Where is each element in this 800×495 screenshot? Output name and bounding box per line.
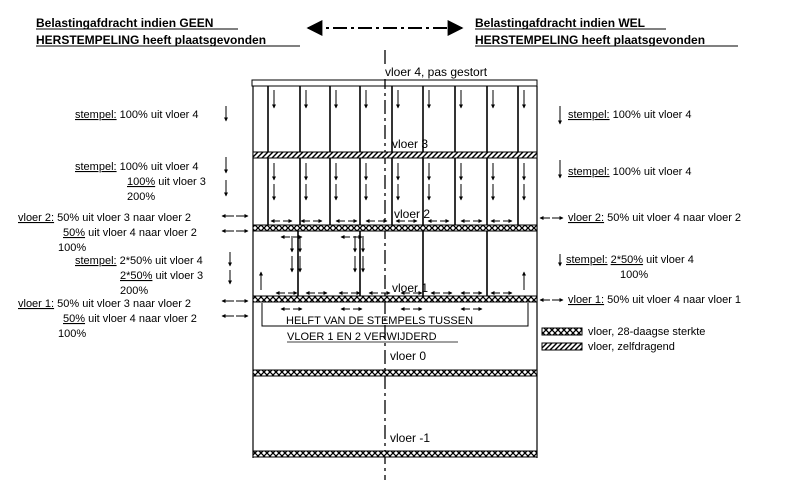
left-c-line2: 50% uit vloer 4 naar vloer 2	[63, 227, 197, 239]
right-a-line: stempel: 100% uit vloer 4	[568, 109, 692, 121]
left-d-line1: stempel: 2*50% uit vloer 4	[75, 255, 203, 267]
left-c-line1: vloer 2: 50% uit vloer 3 naar vloer 2	[18, 212, 191, 224]
slab-vloer1	[252, 295, 538, 303]
slabs	[252, 151, 538, 458]
floor-label-vloerm1: vloer -1	[390, 431, 430, 445]
left-annotations: stempel: 100% uit vloer 4 stempel: 100% …	[18, 106, 249, 340]
header-left-line1: Belastingafdracht indien GEEN	[36, 16, 213, 30]
left-b-total: 200%	[127, 191, 155, 203]
header-left-line2: HERSTEMPELING heeft plaatsgevonden	[36, 33, 266, 47]
removed-props-note: HELFT VAN DE STEMPELS TUSSEN VLOER 1 EN …	[261, 303, 529, 343]
legend-label-selfsupporting: vloer, zelfdragend	[588, 341, 675, 353]
header: Belastingafdracht indien GEEN HERSTEMPEL…	[36, 16, 738, 47]
floor-labels: vloer 4, pas gestort vloer 3 vloer 2 vlo…	[381, 65, 533, 445]
slab-vloer3	[252, 151, 538, 159]
left-d-line2: 2*50% uit vloer 3	[120, 270, 203, 282]
slab-vloerm1	[252, 450, 538, 458]
right-annotations: stempel: 100% uit vloer 4 stempel: 100% …	[539, 106, 741, 306]
header-right-line2: HERSTEMPELING heeft plaatsgevonden	[475, 33, 705, 47]
left-e-line2: 50% uit vloer 4 naar vloer 2	[63, 313, 197, 325]
right-d-total: 100%	[620, 269, 648, 281]
left-c-total: 100%	[58, 242, 86, 254]
removed-note-line2: VLOER 1 EN 2 VERWIJDERD	[287, 331, 437, 343]
floor-label-vloer4: vloer 4, pas gestort	[385, 65, 488, 79]
left-a-label: stempel: 100% uit vloer 4	[75, 109, 199, 121]
legend: vloer, 28-daagse sterkte vloer, zelfdrag…	[541, 326, 705, 353]
legend-swatch-selfsupporting	[541, 342, 583, 351]
legend-label-28day: vloer, 28-daagse sterkte	[588, 326, 705, 338]
header-right-line1: Belastingafdracht indien WEL	[475, 16, 645, 30]
right-e-line: vloer 1: 50% uit vloer 4 naar vloer 1	[568, 294, 741, 306]
floor-label-vloer3: vloer 3	[392, 137, 428, 151]
slab-vloer2	[252, 224, 538, 232]
building-frame	[251, 50, 538, 480]
legend-swatch-28day	[541, 327, 583, 336]
left-e-total: 100%	[58, 328, 86, 340]
floor-label-vloer0: vloer 0	[390, 349, 426, 363]
left-b-line1: stempel: 100% uit vloer 4	[75, 161, 199, 173]
right-c-line: vloer 2: 50% uit vloer 4 naar vloer 2	[568, 212, 741, 224]
left-b-line2: 100% uit vloer 3	[127, 176, 206, 188]
floor-label-vloer2: vloer 2	[394, 207, 430, 221]
shore-props	[259, 86, 526, 311]
removed-note-line1: HELFT VAN DE STEMPELS TUSSEN	[286, 315, 473, 327]
right-d-line: stempel: 2*50% uit vloer 4	[566, 254, 694, 266]
slab-vloer0	[252, 369, 538, 377]
left-e-line1: vloer 1: 50% uit vloer 3 naar vloer 2	[18, 298, 191, 310]
left-d-total: 200%	[120, 285, 148, 297]
right-b-line: stempel: 100% uit vloer 4	[568, 166, 692, 178]
